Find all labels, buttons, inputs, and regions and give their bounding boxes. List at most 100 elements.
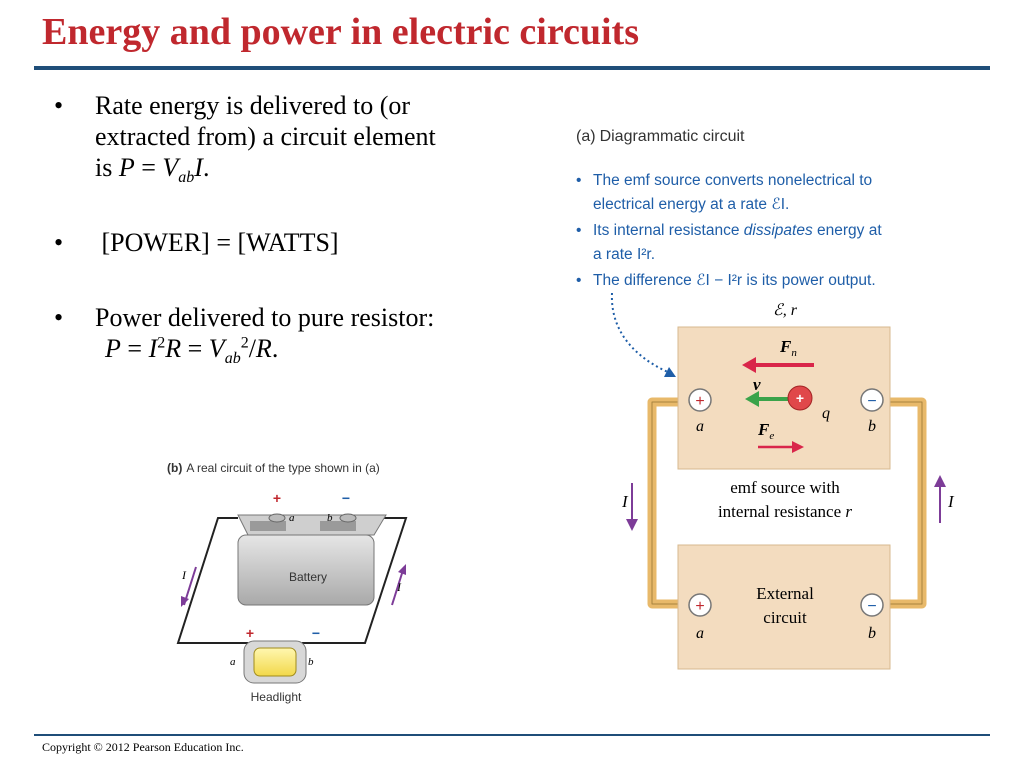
emf-label: ℰ, r bbox=[773, 302, 798, 319]
headlight bbox=[243, 640, 307, 684]
velocity-label: v bbox=[753, 375, 761, 394]
current-arrow-up bbox=[934, 475, 946, 523]
headlight-terminal-a: a bbox=[230, 656, 236, 668]
force-n-arrow bbox=[742, 357, 814, 373]
eq-symbol: V bbox=[162, 153, 179, 182]
eq-subscript: ab bbox=[178, 169, 195, 187]
eq-symbol: V bbox=[208, 334, 225, 363]
figure-b-letter: (b) bbox=[167, 461, 182, 475]
external-circuit-box bbox=[677, 544, 891, 670]
force-e-label: Fe bbox=[757, 420, 774, 442]
svg-text:Its internal resistance dissip: Its internal resistance dissipates energ… bbox=[593, 222, 882, 239]
eq-symbol: P bbox=[118, 153, 135, 182]
force-e-arrow bbox=[758, 441, 804, 453]
bullet-rate-energy: • Rate energy is delivered to (or extrac… bbox=[50, 90, 570, 187]
source-label-line2: internal resistance r bbox=[718, 502, 852, 521]
headlight-minus: − bbox=[312, 625, 320, 641]
eq-symbol: I bbox=[194, 153, 203, 182]
bullet-line: Rate energy is delivered to (or bbox=[95, 91, 411, 120]
source-terminal-b: b bbox=[868, 418, 876, 435]
battery-label: Battery bbox=[289, 570, 327, 584]
bullet-resistor-power: • Power delivered to pure resistor: P = … bbox=[50, 302, 570, 367]
copyright-text: Copyright © 2012 Pearson Education Inc. bbox=[42, 740, 244, 754]
eq-superscript: 2 bbox=[240, 334, 249, 352]
bullet-line: [POWER] = [WATTS] bbox=[95, 228, 339, 257]
pointer-arrow bbox=[610, 292, 671, 374]
figure-a-letter: (a) bbox=[576, 128, 596, 145]
note-2-line2: a rate I²r. bbox=[593, 246, 655, 263]
bullet-glyph: • bbox=[54, 91, 64, 120]
source-label-line1: emf source with bbox=[730, 478, 840, 497]
source-terminal-plus: + bbox=[688, 388, 712, 412]
bullet-glyph: • bbox=[54, 303, 64, 332]
note-2-part1: Its internal resistance bbox=[593, 222, 744, 239]
figure-a-caption: Diagrammatic circuit bbox=[600, 128, 745, 145]
battery-terminal-b: b bbox=[327, 512, 333, 524]
current-label-left: I bbox=[621, 492, 629, 511]
battery-minus: − bbox=[342, 490, 350, 506]
bullet-list: • Rate energy is delivered to (or extrac… bbox=[50, 90, 570, 367]
wire-loop bbox=[176, 517, 408, 644]
charge-sign: + bbox=[796, 390, 804, 406]
current-arrow-down bbox=[626, 483, 638, 531]
note-1-line2: electrical energy at a rate ℰI. bbox=[593, 196, 789, 213]
current-label-right: I bbox=[947, 492, 955, 511]
bullet-glyph: • bbox=[54, 228, 64, 257]
battery-terminal-a: a bbox=[289, 512, 295, 524]
figure-b-caption: A real circuit of the type shown in (a) bbox=[186, 461, 379, 475]
svg-text:−: − bbox=[867, 598, 876, 615]
eq-symbol: I bbox=[148, 334, 158, 363]
external-terminal-b: b bbox=[868, 625, 876, 642]
svg-text:(a)Diagrammatic circuit: (a)Diagrammatic circuit bbox=[576, 128, 745, 145]
external-terminal-plus: + bbox=[688, 593, 712, 617]
bullet-line: is bbox=[95, 153, 119, 182]
figure-diagrammatic-circuit: (a)Diagrammatic circuit • The emf source… bbox=[576, 128, 955, 670]
figure-a-notes: • The emf source converts nonelectrical … bbox=[576, 172, 882, 289]
charge-q bbox=[787, 385, 813, 411]
eq-operator: / bbox=[248, 334, 256, 363]
external-label-line1: External bbox=[756, 584, 814, 603]
external-terminal-minus: − bbox=[860, 593, 884, 617]
note-bullet: • bbox=[576, 222, 581, 239]
bullet-line: Power delivered to pure resistor: bbox=[95, 303, 435, 332]
velocity-arrow bbox=[745, 391, 788, 407]
headlight-terminal-b: b bbox=[308, 656, 314, 668]
title-divider bbox=[34, 66, 990, 70]
current-arrow-left bbox=[181, 566, 197, 607]
svg-text:+: + bbox=[695, 598, 704, 615]
bullet-line: extracted from) a circuit element bbox=[95, 122, 436, 151]
external-label-line2: circuit bbox=[763, 608, 807, 627]
note-bullet: • bbox=[576, 172, 581, 189]
eq-operator: = bbox=[181, 334, 209, 363]
eq-symbol: R bbox=[255, 334, 272, 363]
figure-real-circuit: (b) A real circuit of the type shown in (… bbox=[167, 461, 408, 704]
svg-text:+: + bbox=[695, 393, 704, 410]
eq-symbol: P bbox=[105, 334, 121, 363]
current-label-left: I bbox=[181, 568, 187, 582]
svg-text:−: − bbox=[867, 393, 876, 410]
eq-superscript: 2 bbox=[157, 334, 166, 352]
eq-operator: = bbox=[120, 334, 149, 363]
bullet-power-watts: • [POWER] = [WATTS] bbox=[50, 227, 570, 258]
svg-text:(b)A real circuit of the type: (b) A real circuit of the type shown in (… bbox=[167, 461, 380, 475]
note-2-part3: energy at bbox=[813, 222, 883, 239]
note-2-emphasis: dissipates bbox=[744, 222, 813, 239]
battery bbox=[237, 513, 387, 606]
source-terminal-a: a bbox=[696, 418, 704, 435]
source-terminal-minus: − bbox=[860, 388, 884, 412]
battery-plus: + bbox=[273, 490, 281, 506]
note-bullet: • bbox=[576, 272, 581, 289]
eq-operator: = bbox=[134, 153, 163, 182]
force-n-label: Fn bbox=[779, 337, 797, 359]
current-label-right: I bbox=[396, 580, 402, 594]
note-3-line1: The difference ℰI − I²r is its power out… bbox=[593, 272, 876, 289]
current-arrow-right bbox=[391, 564, 406, 606]
headlight-label: Headlight bbox=[251, 690, 302, 704]
charge-label: q bbox=[822, 405, 830, 422]
external-terminal-a: a bbox=[696, 625, 704, 642]
note-1-line1: The emf source converts nonelectrical to bbox=[593, 172, 872, 189]
eq-period: . bbox=[202, 153, 210, 182]
footer-divider bbox=[34, 734, 990, 736]
slide-title: Energy and power in electric circuits bbox=[42, 11, 639, 53]
eq-symbol: R bbox=[165, 334, 182, 363]
